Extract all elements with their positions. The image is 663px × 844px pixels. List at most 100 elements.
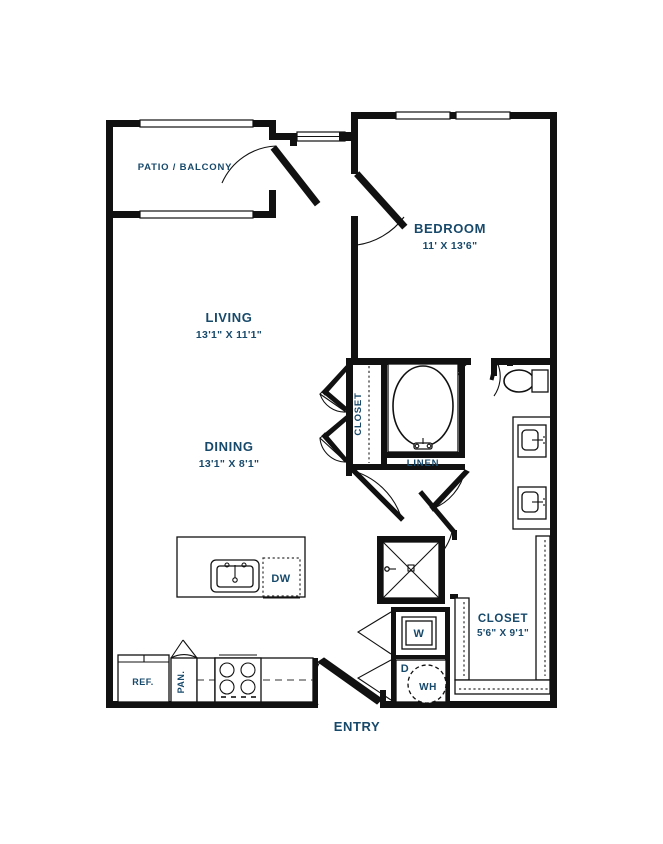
toilet-group xyxy=(503,369,549,393)
wall-patio-left xyxy=(106,120,113,218)
wall-shower-left xyxy=(377,536,383,604)
pantry-door-leaf xyxy=(170,639,184,659)
wall-bath-hall-divider xyxy=(507,363,513,366)
laundry-group xyxy=(395,616,447,704)
wall-shower-top xyxy=(377,536,445,542)
bathtub-handle-right xyxy=(426,443,432,449)
toilet-bowl xyxy=(503,369,535,393)
wall-laundry-divider xyxy=(391,655,450,659)
hall-door-panel xyxy=(349,466,405,522)
window-bedroom-right xyxy=(455,111,511,120)
bedcloset-panel-d xyxy=(321,432,348,463)
water-heater-circle xyxy=(407,664,447,704)
wall-bottom-exterior-right xyxy=(386,701,557,708)
toilet-tank xyxy=(531,369,549,393)
label-closet-main-dim: 5'6" X 9'1" xyxy=(477,628,529,639)
label-entry: ENTRY xyxy=(334,719,381,734)
pantry-door-swing xyxy=(170,654,198,659)
linen-door-panel xyxy=(429,469,470,512)
wall-right-exterior-mid xyxy=(550,358,557,530)
labels-group: PATIO / BALCONY LIVING 13'1" X 11'1" DIN… xyxy=(132,162,529,734)
wall-bath-top-right xyxy=(497,358,557,365)
mcloset-shelf-left-box xyxy=(454,597,470,681)
bedroom-door-panel xyxy=(354,171,408,230)
linen-door-group xyxy=(429,469,470,512)
bathtub-handle-left xyxy=(414,443,420,449)
label-living: LIVING xyxy=(206,310,253,325)
mcloset-door-panel xyxy=(418,490,457,534)
wall-bedcloset-left xyxy=(346,358,353,470)
wall-laundry-top xyxy=(391,607,450,612)
railing-patio-top xyxy=(139,119,254,128)
island-tap-right xyxy=(241,562,247,568)
bathtub-surround xyxy=(387,363,459,453)
label-pantry: PAN. xyxy=(176,671,186,694)
shower-drain xyxy=(407,564,415,572)
wall-tub-right xyxy=(459,358,465,458)
shower-diag-b xyxy=(382,541,440,599)
label-refrigerator: REF. xyxy=(132,677,154,687)
wall-bedroom-top xyxy=(351,112,557,119)
railing-patio-bottom xyxy=(139,210,254,219)
shower-control-knob xyxy=(384,566,390,572)
label-dining-dim: 13'1" X 8'1" xyxy=(199,458,260,470)
wall-bedcloset-bottom xyxy=(346,464,387,470)
wall-tub-bottom xyxy=(387,452,465,458)
wall-patio-jog-top xyxy=(269,133,297,140)
patio-door-group xyxy=(221,145,321,207)
patio-door-swing xyxy=(221,145,277,184)
label-closet-bedroom: CLOSET xyxy=(353,392,364,435)
bedcloset-swing-lower xyxy=(319,437,347,463)
wall-bedroom-right xyxy=(550,112,557,358)
mcloset-shelf-right-box xyxy=(535,535,551,681)
toilet-door-swing xyxy=(493,361,501,397)
label-washer: W xyxy=(414,628,425,640)
wall-entry-jamb-right xyxy=(380,690,386,708)
kitchen-run-group xyxy=(117,639,314,703)
wall-bath-top xyxy=(346,358,471,365)
island-faucet-head xyxy=(232,577,238,583)
wall-patio-right-lower xyxy=(269,190,276,218)
wall-hall-shower-left xyxy=(346,470,351,474)
bedroom-door-swing xyxy=(356,216,405,246)
laundry-door-group xyxy=(356,611,392,701)
window-bedroom-left xyxy=(395,111,451,120)
entry-door-group xyxy=(313,657,383,706)
wall-closet-jamb-top xyxy=(452,530,457,540)
laundry-door-swing-lower xyxy=(356,659,392,701)
linen-door-swing xyxy=(431,469,466,510)
wall-bottom-exterior-left xyxy=(106,701,318,708)
wall-shower-right xyxy=(439,536,445,604)
burner-br xyxy=(240,679,256,695)
label-linen: LINEN xyxy=(407,458,440,469)
bedroom-door-group xyxy=(354,171,408,246)
label-dryer: D xyxy=(401,663,409,675)
burner-tl xyxy=(219,662,235,678)
wall-shower-bottom xyxy=(377,598,445,604)
wall-mcloset-top xyxy=(450,594,458,599)
label-patio: PATIO / BALCONY xyxy=(138,162,233,173)
wall-kitchen-right xyxy=(311,658,318,702)
washer-inner xyxy=(405,620,433,646)
wall-living-left xyxy=(106,211,113,707)
entry-door-panel xyxy=(317,657,383,705)
bedcloset-door-group xyxy=(319,365,349,463)
wall-patio-door-left xyxy=(290,133,297,146)
bedcloset-panel-b xyxy=(321,388,348,412)
label-living-dim: 13'1" X 11'1" xyxy=(196,329,262,341)
wall-slider-right-stub xyxy=(339,132,351,141)
label-closet-main: CLOSET xyxy=(478,613,528,625)
bedcloset-swing-upper xyxy=(319,393,347,413)
wall-bedroom-left-lower xyxy=(351,216,358,358)
bathtub-group xyxy=(387,363,459,453)
toilet-door-group xyxy=(489,359,501,397)
hall-door-group xyxy=(349,466,405,522)
wall-bedcloset-right xyxy=(381,358,387,470)
vanity-group xyxy=(517,424,547,520)
shower-group xyxy=(382,541,440,599)
label-bedroom-dim: 11' X 13'6" xyxy=(423,240,478,252)
burner-bl xyxy=(219,679,235,695)
wall-right-exterior-lower xyxy=(550,530,557,707)
